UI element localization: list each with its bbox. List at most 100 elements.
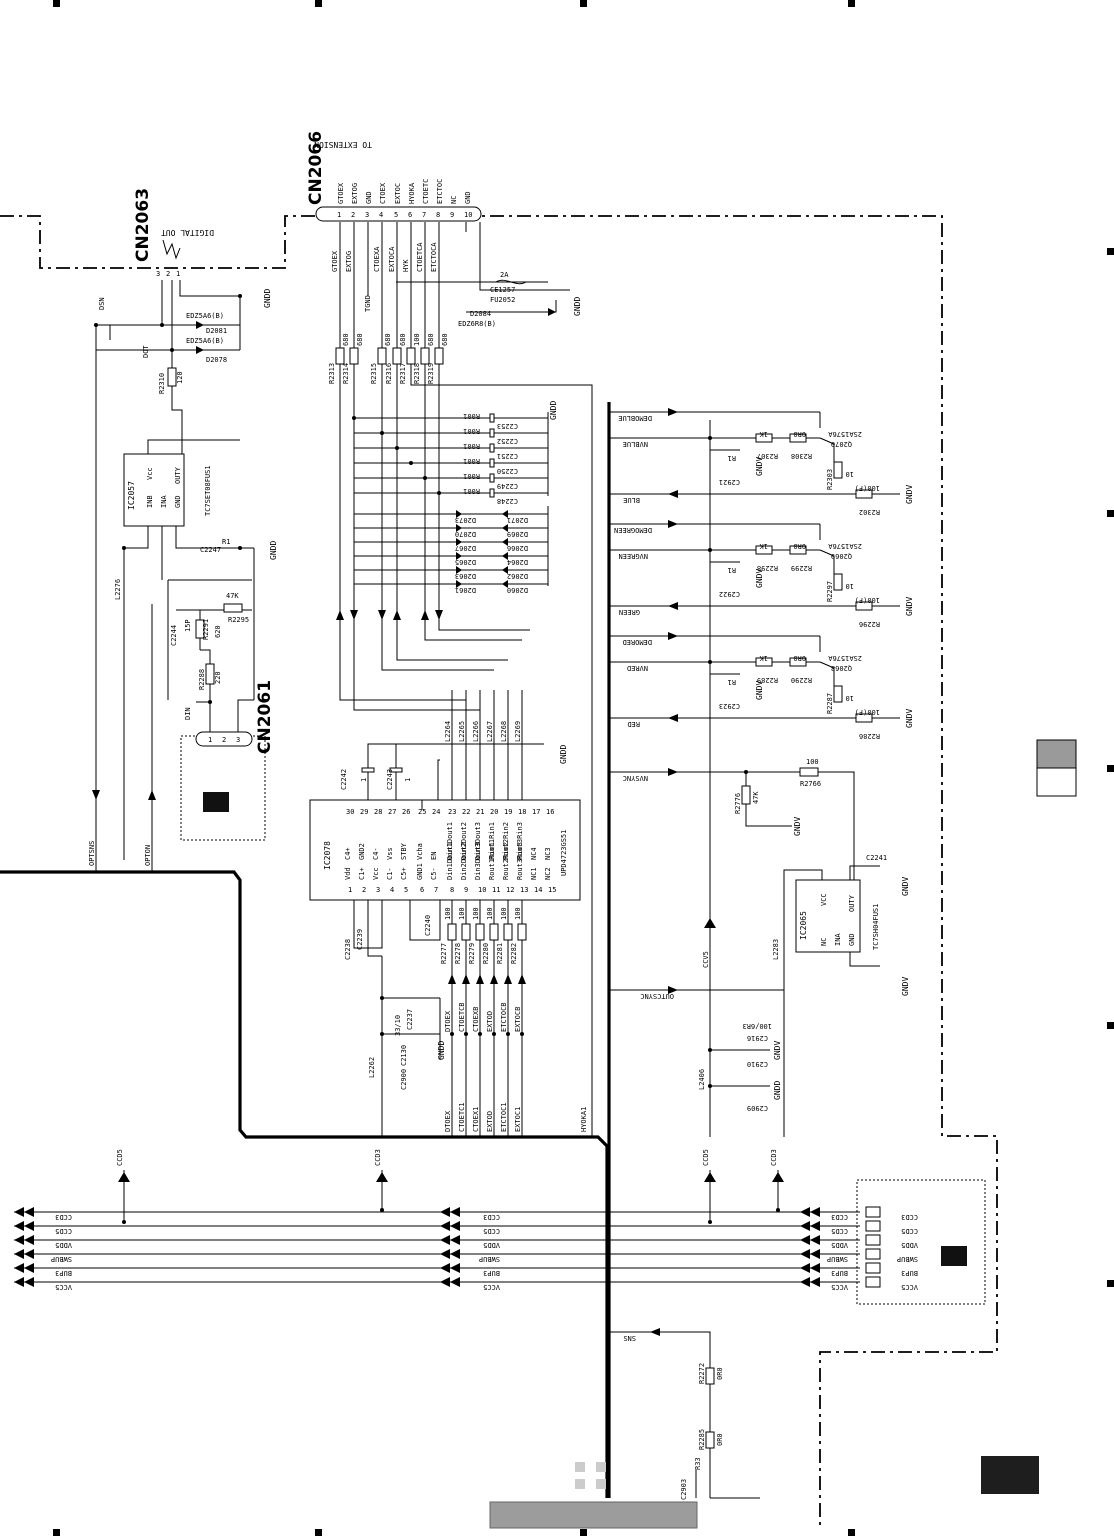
video-demo-label: DEMOGREEN [614,526,652,534]
diode-ref: D2069 [507,530,528,538]
arrow [504,974,512,984]
cn2066-caption: TO EXTENSION [314,140,372,149]
cap-val: R1 [728,566,736,574]
res-val: 0R0 [793,654,806,662]
svg-text:R1: R1 [222,538,230,546]
svg-text:C2900: C2900 [400,1069,408,1090]
resistor-ref: R2279 [468,943,476,964]
ic-pin: 13 [520,886,528,894]
bus-arrow [24,1221,34,1231]
bus-arrow [810,1263,820,1273]
res-ref: R2290 [791,676,812,684]
resistor-ref: R2278 [454,943,462,964]
nvsync-label: NVSYNC [623,774,648,782]
bus-arrow [24,1207,34,1217]
res-ref: R2286 [859,732,880,740]
resistor [406,347,416,365]
svg-text:CCD3: CCD3 [770,1149,778,1166]
resistor-value: 680 [427,333,435,346]
signal-arrows [336,610,443,620]
cn2066-signal: ETCTOC [436,179,444,204]
ic-pin: 8 [450,886,454,894]
bus-arrow [440,1207,450,1217]
diode [456,510,462,518]
svg-text:C2242: C2242 [340,769,348,790]
svg-text:2A: 2A [500,271,509,279]
svg-text:GNDD: GNDD [773,1081,782,1100]
ic-pin-name: C4- [372,847,380,860]
resistor [855,489,873,499]
cap-value: R001 [463,487,480,495]
ic-pin-name: C5+ [400,867,408,880]
arrow [668,632,678,640]
ic-pin-name: Rout2Rin2 [502,822,510,860]
res-ref: R2303 [826,469,834,490]
bus-arrow [14,1277,24,1287]
bus-label: VCC5 [55,1283,72,1291]
resistor [517,923,527,941]
sync-section: NVSYNC 100 R2766 R2776 47K GNDV IC2065 T… [609,420,910,1137]
cn2066-pin: 5 [394,211,398,219]
svg-text:OUTY: OUTY [174,466,182,484]
ic-pin: 9 [464,886,468,894]
ic-pin-name: Rout2Rin2 [502,842,510,880]
bus-arrow [24,1249,34,1259]
capacitor [489,443,495,453]
bus-label: SWBUP [51,1255,72,1263]
resistor-value: 100 [486,907,494,920]
resistor [789,433,807,443]
diode-ref: D2066 [507,544,528,552]
ic-pin-name: Rout1Rin1 [488,842,496,880]
resistor [833,461,843,479]
diode [456,538,462,546]
svg-text:INA: INA [160,495,168,508]
resistor [855,713,873,723]
bus-arrow [450,1277,460,1287]
ic-pin-name: Vcc [372,867,380,880]
svg-text:120: 120 [176,371,184,384]
opton-label: OPTON [144,845,152,866]
resistor-ref: R2315 [370,363,378,384]
bus-arrow [810,1249,820,1259]
svg-text:CCD3: CCD3 [374,1149,382,1166]
ic-pin: 20 [490,808,498,816]
resistor-value: 680 [399,333,407,346]
bus-label: VDD5 [55,1241,72,1249]
svg-text:D2078: D2078 [206,356,227,364]
bottom-out-net: EXTOC1 [514,1107,522,1132]
res-val: 10 [846,470,854,478]
cn2061-block: 47K R2295 R2291 620 C2244 15P R2288 220 … [167,548,275,754]
resistor-array-top: R2313680R2314680R2315680R2316680R2317100… [328,333,449,384]
junction [520,1032,524,1036]
svg-text:33/10: 33/10 [394,1015,402,1036]
cap-ref: C2249 [497,482,518,490]
svg-text:C2244: C2244 [170,625,178,646]
resistor-ref: R2277 [440,943,448,964]
diode-ref: D2061 [455,586,476,594]
res-val: 1K [759,542,768,550]
ic-pin-name: Vcha [416,843,424,860]
resistor [420,347,430,365]
svg-text:620: 620 [214,625,222,638]
svg-text:GND: GND [848,933,856,946]
ic-pin-name: Vss [386,847,394,860]
svg-text:FU2052: FU2052 [490,296,515,304]
supply-taps: CCD5 CCD3 CCD5 CCD3 [116,1149,784,1224]
resistor-ref: R2282 [510,943,518,964]
svg-text:100: 100 [806,758,819,766]
svg-text:GNDV: GNDV [901,877,910,896]
cap-ref: C2251 [497,452,518,460]
svg-text:100/6R3: 100/6R3 [742,1022,772,1030]
svg-text:D2084: D2084 [470,310,491,318]
res-ref: R2307 [757,452,778,460]
svg-text:C2238: C2238 [344,939,352,960]
resistor [489,923,499,941]
cap-value: R001 [463,442,480,450]
diode-ref: D2067 [455,544,476,552]
res-ref: R2287 [826,693,834,714]
resistor-array-bottom: R2277100R2278100R2279100R2280100R2281100… [440,900,527,1137]
q-part: 2SA1576A [827,430,862,438]
